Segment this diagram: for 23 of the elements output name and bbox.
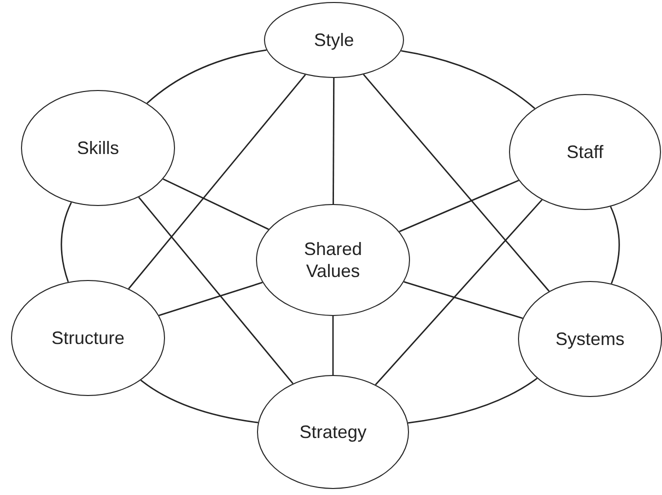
node-label: Staff [566, 141, 604, 163]
connector-line [128, 74, 306, 290]
connector-line [375, 199, 542, 386]
connector-line [610, 206, 620, 284]
connector-line [332, 316, 334, 375]
node-label: Structure [50, 327, 126, 349]
connector-line [138, 196, 294, 384]
node-label: Style [312, 29, 356, 51]
connector-line [60, 202, 72, 282]
node-label: Skills [76, 137, 120, 159]
connector-line [162, 178, 269, 230]
connector-line [140, 380, 258, 424]
connector-line [408, 378, 538, 424]
connector-line [332, 78, 335, 204]
connector-line [158, 282, 263, 316]
node-label: Shared Values [302, 238, 364, 282]
connector-line [362, 74, 550, 292]
connector-line [146, 49, 267, 104]
connector-line [399, 180, 520, 232]
node-label: Systems [554, 328, 626, 350]
connector-line [404, 281, 523, 319]
node-label: Strategy [298, 421, 368, 443]
connector-line [401, 50, 536, 109]
